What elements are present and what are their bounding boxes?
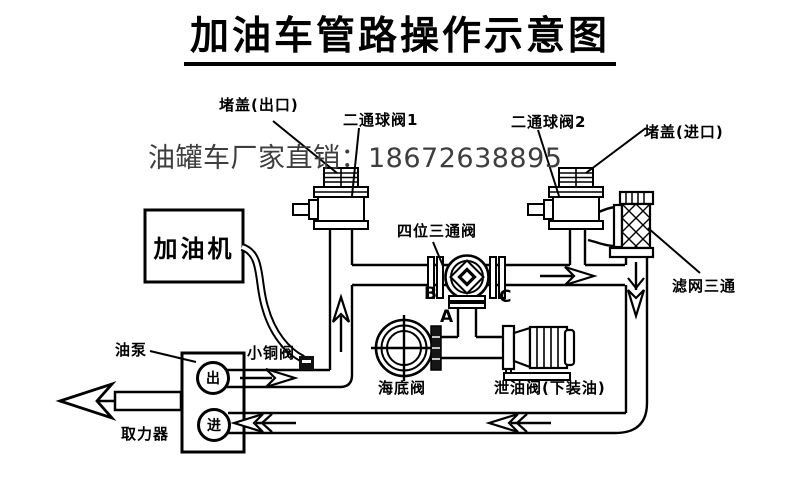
- strainer-tee: [608, 190, 655, 259]
- pto-shaft: [113, 390, 183, 412]
- small-copper-valve: [299, 356, 314, 370]
- ball-valve-1: [292, 167, 369, 230]
- label-four-way-valve: 四位三通阀: [397, 222, 478, 240]
- label-plug-outlet: 堵盖(出口): [219, 96, 299, 114]
- pipes: [227, 205, 649, 435]
- drain-valve: [501, 324, 576, 381]
- pump-inlet-label: 进: [207, 418, 221, 434]
- label-drain-valve: 泄油阀(下装油): [494, 379, 606, 397]
- dispenser-label: 加油机: [153, 234, 235, 263]
- pump-outlet-port: 出: [196, 361, 230, 395]
- dispenser-hose: [240, 243, 305, 363]
- label-bottom-valve: 海底阀: [378, 379, 427, 397]
- label-strainer-tee: 滤网三通: [672, 277, 737, 295]
- leader-lines: [149, 120, 701, 363]
- label-port-c: C: [499, 287, 512, 307]
- four-position-three-way-valve: [427, 254, 506, 309]
- label-port-b: B: [424, 284, 437, 304]
- label-ball-valve-2: 二通球阀2: [511, 113, 587, 131]
- label-oil-pump: 油泵: [115, 341, 148, 359]
- pump-outlet-label: 出: [206, 371, 220, 387]
- bottom-valve: [371, 315, 442, 381]
- diagram-title: 加油车管路操作示意图: [183, 5, 617, 66]
- flow-arrows: [55, 262, 646, 434]
- label-small-copper-valve: 小铜阀: [247, 344, 296, 362]
- ball-valve-2: [527, 167, 604, 230]
- label-port-a: A: [440, 307, 454, 327]
- label-pto: 取力器: [121, 425, 170, 443]
- watermark-text: 油罐车厂家直销：18672638895: [148, 143, 563, 174]
- pump-inlet-port: 进: [197, 408, 231, 442]
- dispenser-box: [143, 208, 245, 284]
- label-ball-valve-1: 二通球阀1: [343, 111, 419, 129]
- label-plug-inlet: 堵盖(进口): [644, 123, 724, 141]
